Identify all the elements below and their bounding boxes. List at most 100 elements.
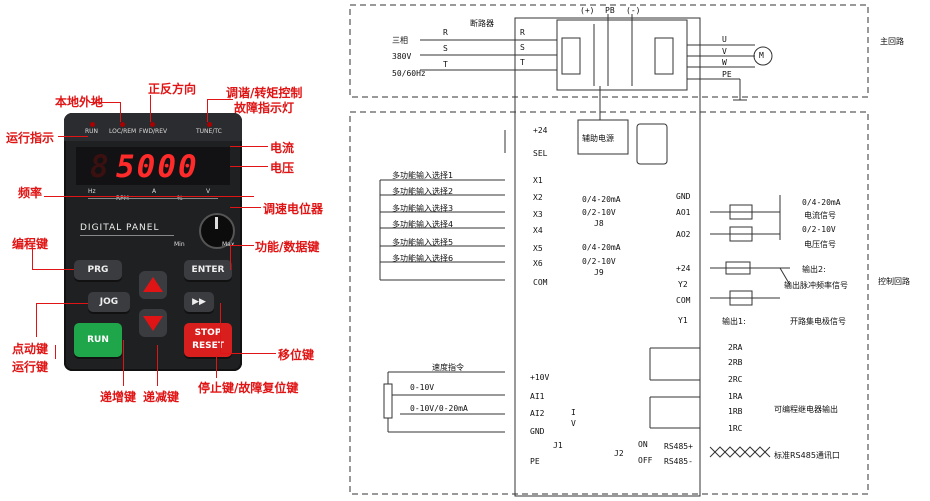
out-w: W bbox=[722, 58, 727, 67]
leader bbox=[230, 166, 268, 167]
relay-label: 可编程继电器输出 bbox=[774, 405, 838, 414]
callout-frequency: 频率 bbox=[18, 186, 43, 200]
j9-label: J9 bbox=[594, 268, 604, 277]
out2-label: 输出2: bbox=[802, 265, 826, 274]
leader bbox=[230, 207, 261, 208]
leader bbox=[207, 99, 233, 100]
leader bbox=[230, 146, 268, 147]
rt-1rb: 1RB bbox=[728, 407, 743, 416]
down-button[interactable] bbox=[139, 309, 167, 337]
callout-jog-key: 点动键 bbox=[12, 342, 49, 356]
j2-off: OFF bbox=[638, 456, 653, 465]
leader bbox=[230, 245, 231, 270]
pot-min-label: Min bbox=[174, 241, 185, 248]
leader bbox=[120, 102, 121, 122]
leader bbox=[207, 99, 208, 122]
leader bbox=[123, 340, 124, 386]
pot-max-label: Max bbox=[222, 241, 235, 248]
leader bbox=[90, 102, 120, 103]
leader bbox=[220, 303, 221, 353]
leader bbox=[55, 345, 56, 359]
callout-run-key: 运行键 bbox=[12, 360, 49, 374]
display-value: 5000 bbox=[116, 149, 199, 185]
callout-func-key: 功能/数据键 bbox=[255, 240, 320, 254]
main-loop-frame bbox=[349, 4, 869, 98]
lt-pe: PE bbox=[530, 457, 540, 466]
lt-24: +24 bbox=[533, 126, 548, 135]
jog-button[interactable]: JOG bbox=[88, 292, 130, 312]
j2-label: J2 bbox=[614, 449, 624, 458]
led-display: 8 5000 bbox=[76, 147, 230, 185]
lt-ai1: AI1 bbox=[530, 392, 545, 401]
rt-1rc: 1RC bbox=[728, 424, 743, 433]
lt-com: COM bbox=[533, 278, 548, 287]
out-v: V bbox=[722, 47, 727, 56]
enter-button[interactable]: ENTER bbox=[184, 260, 232, 280]
panel-top-strip bbox=[64, 113, 242, 141]
dc-minus: (-) bbox=[626, 6, 641, 15]
callout-shift-key: 移位键 bbox=[278, 348, 315, 362]
dc-pb: PB bbox=[605, 6, 615, 15]
rt-24: +24 bbox=[676, 264, 691, 273]
j1-v: V bbox=[571, 419, 576, 428]
brand-label: DIGITAL PANEL bbox=[80, 223, 160, 233]
phase-in-s: S bbox=[443, 44, 448, 53]
prg-button[interactable]: PRG bbox=[74, 260, 122, 280]
rt-y1: Y1 bbox=[678, 316, 688, 325]
indicator-run-label: RUN bbox=[85, 128, 99, 135]
three-phase-label: 三相 bbox=[392, 36, 408, 45]
ao-ma: 0/4-20mA bbox=[802, 198, 841, 207]
ao-voltage: 电压信号 bbox=[804, 240, 836, 249]
lt-x6: X6 bbox=[533, 259, 543, 268]
out-pe: PE bbox=[722, 70, 732, 79]
term-r: R bbox=[520, 28, 525, 37]
run-button[interactable]: RUN bbox=[74, 323, 122, 357]
rt-485n: RS485- bbox=[664, 457, 693, 466]
leader bbox=[36, 303, 37, 337]
lt-x4: X4 bbox=[533, 226, 543, 235]
rt-ao2: AO2 bbox=[676, 230, 691, 239]
leader bbox=[220, 353, 276, 354]
rt-1ra: 1RA bbox=[728, 392, 743, 401]
unit-v: V bbox=[206, 188, 211, 195]
shift-button[interactable]: ▶▶ bbox=[184, 292, 214, 312]
tune-led bbox=[207, 122, 212, 127]
input-1: 多功能输入选择1 bbox=[392, 171, 454, 180]
aux-power-label: 辅助电源 bbox=[582, 134, 614, 143]
rt-2ra: 2RA bbox=[728, 343, 743, 352]
ai1-range: 0-10V bbox=[410, 383, 435, 392]
j9-ma: 0/4-20mA bbox=[582, 243, 621, 252]
leader bbox=[150, 95, 151, 122]
dc-plus: (+) bbox=[580, 6, 595, 15]
speed-cmd-label: 速度指令 bbox=[432, 363, 464, 372]
lt-x3: X3 bbox=[533, 210, 543, 219]
j8-ma: 0/4-20mA bbox=[582, 195, 621, 204]
out-u: U bbox=[722, 35, 727, 44]
unit-line bbox=[88, 198, 218, 199]
rt-gnd: GND bbox=[676, 192, 691, 201]
speed-pot-knob[interactable] bbox=[199, 213, 235, 249]
dim-digit: 8 bbox=[90, 149, 109, 185]
stop-label: STOP bbox=[194, 328, 222, 338]
lt-10v: +10V bbox=[530, 373, 550, 382]
phase-in-t: T bbox=[443, 60, 448, 69]
stop-reset-button[interactable]: STOP RESET bbox=[184, 323, 232, 357]
leader bbox=[157, 345, 158, 386]
lt-ai2: AI2 bbox=[530, 409, 545, 418]
term-s: S bbox=[520, 43, 525, 52]
rt-com: COM bbox=[676, 296, 691, 305]
up-arrow-icon bbox=[143, 277, 163, 292]
callout-stop-key: 停止键/故障复位键 bbox=[198, 381, 299, 395]
breaker-label: 断路器 bbox=[470, 19, 494, 28]
callout-local-remote: 本地外地 bbox=[55, 95, 104, 109]
j2-on: ON bbox=[638, 440, 648, 449]
rs485-label: 标准RS485通讯口 bbox=[774, 451, 840, 460]
lt-x1: X1 bbox=[533, 176, 543, 185]
down-arrow-icon bbox=[143, 316, 163, 331]
lt-x2: X2 bbox=[533, 193, 543, 202]
lt-x5: X5 bbox=[533, 244, 543, 253]
leader bbox=[58, 136, 88, 137]
up-button[interactable] bbox=[139, 271, 167, 299]
leader bbox=[32, 249, 33, 269]
